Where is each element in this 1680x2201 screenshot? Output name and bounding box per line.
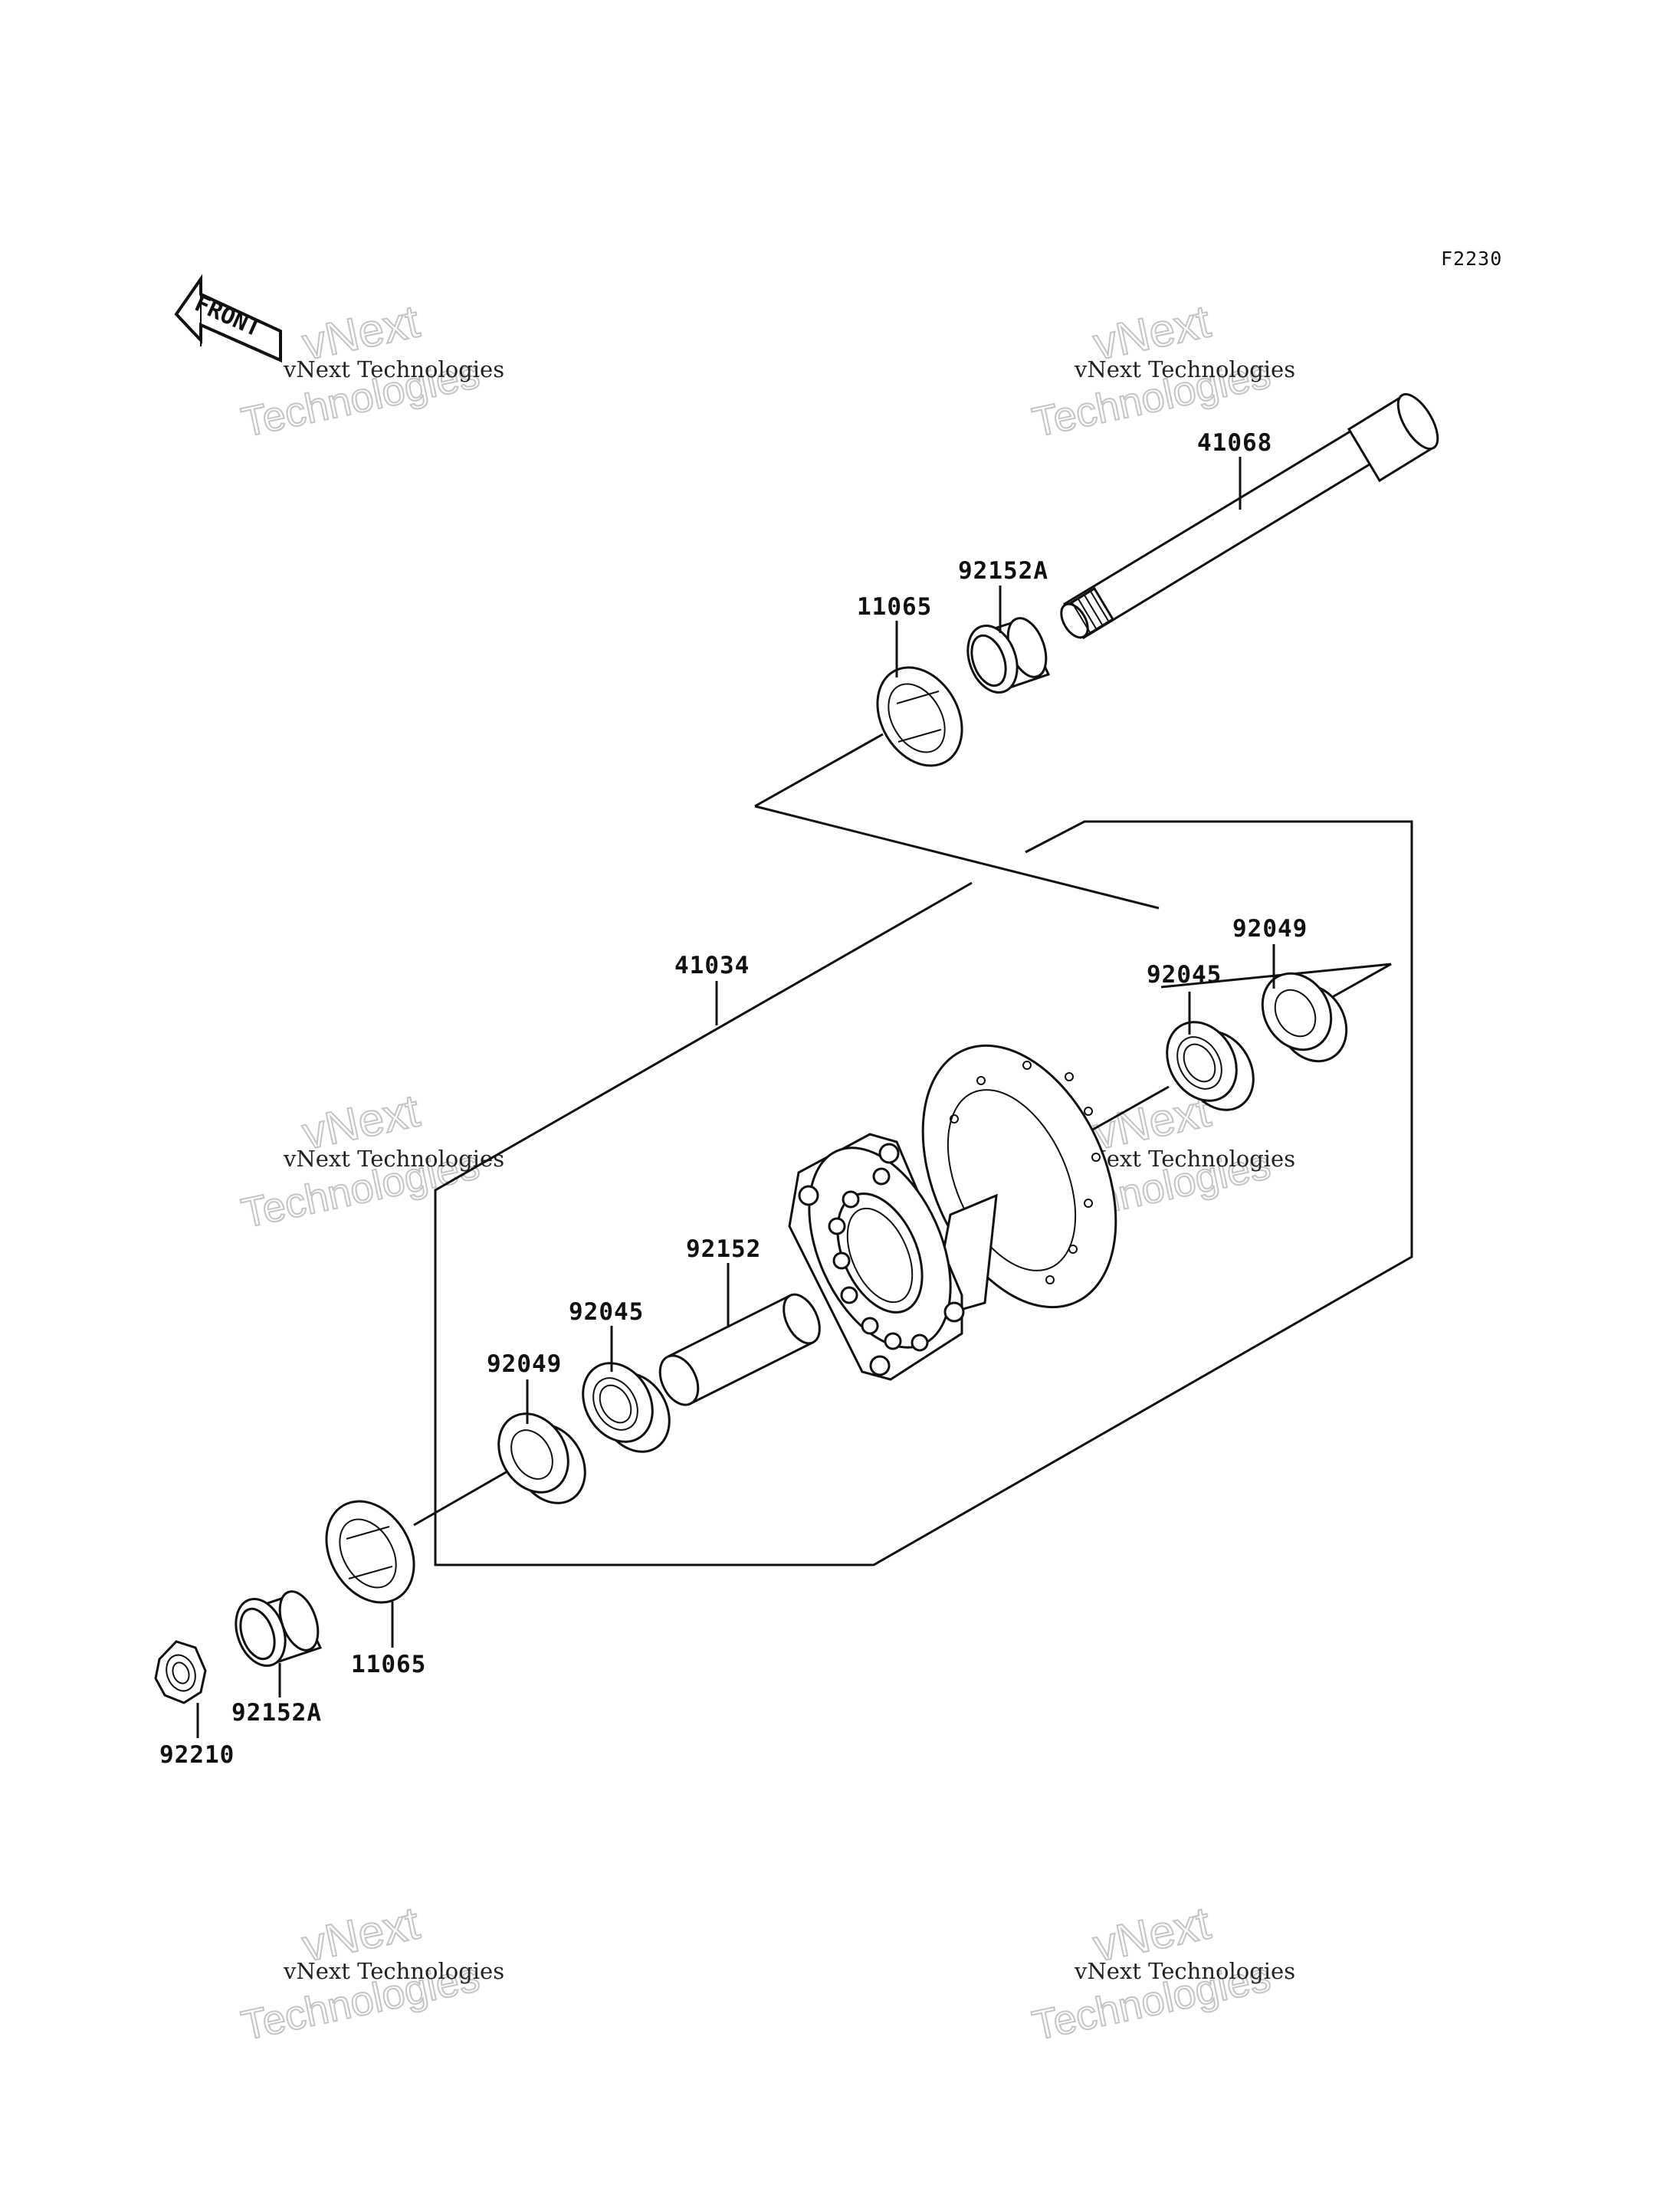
label-nut: 92210 — [159, 1741, 235, 1769]
label-axle: 41068 — [1197, 429, 1272, 457]
label-collar-upper: 92152A — [958, 557, 1048, 585]
label-seal-right: 92049 — [1232, 915, 1308, 943]
cover-11065-lower — [325, 1500, 415, 1604]
watermark-bottom-right: vNext Technologies vNext Technologies — [1028, 1896, 1295, 2050]
watermark-top-left: vNext Technologies vNext Technologies — [237, 294, 504, 447]
label-bearing-left: 92045 — [569, 1298, 644, 1326]
seal-92049-right — [1261, 972, 1348, 1063]
axle-41068 — [1060, 392, 1439, 640]
label-collar-lower: 92152A — [231, 1699, 322, 1727]
label-spacer: 92152 — [686, 1235, 761, 1263]
label-hub: 41034 — [674, 952, 750, 979]
front-arrow-icon: FRONT — [174, 274, 282, 363]
watermark-middle-left: vNext Technologies vNext Technologies — [237, 1084, 504, 1238]
seal-92049-left — [497, 1412, 586, 1504]
bearing-92045-right — [1166, 1021, 1255, 1111]
svg-text:vNext Technologies: vNext Technologies — [283, 1146, 504, 1172]
label-cover-lower: 11065 — [351, 1651, 426, 1678]
label-cover-upper: 11065 — [857, 593, 932, 621]
hub-assembly-bracket — [434, 805, 1413, 1566]
collar-92152a-upper — [966, 617, 1051, 694]
diagram-code: F2230 — [1441, 248, 1502, 270]
svg-text:vNext Technologies: vNext Technologies — [283, 1958, 504, 1984]
watermark-top-right: vNext Technologies vNext Technologies — [1028, 294, 1295, 447]
svg-text:vNext Technologies: vNext Technologies — [1074, 1146, 1295, 1172]
label-seal-left: 92049 — [487, 1350, 562, 1378]
watermark-bottom-left: vNext Technologies vNext Technologies — [237, 1896, 504, 2050]
wheel-hub — [788, 1044, 1117, 1381]
bearing-92045-left — [582, 1362, 671, 1453]
nut-92210 — [154, 1640, 207, 1704]
svg-text:vNext Technologies: vNext Technologies — [1074, 356, 1295, 382]
svg-text:vNext Technologies: vNext Technologies — [1074, 1958, 1295, 1984]
label-bearing-right: 92045 — [1147, 961, 1222, 989]
cover-11065-upper — [876, 666, 963, 767]
spacer-92152 — [658, 1293, 821, 1406]
svg-text:vNext Technologies: vNext Technologies — [283, 356, 504, 382]
collar-92152a-lower — [235, 1590, 323, 1668]
